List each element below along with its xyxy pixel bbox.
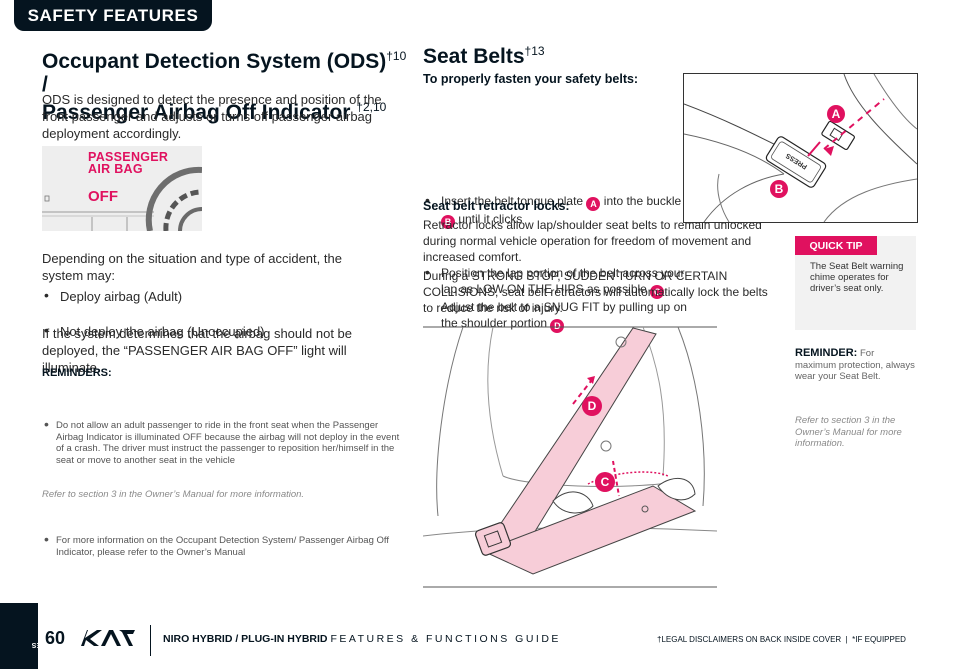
step2-text-a: Position the lap portion of the belt acr… <box>441 266 685 296</box>
fasten-step-1: Insert the belt tongue plate A into the … <box>423 192 686 229</box>
sidebar-reminder-heading: REMINDER: <box>795 347 858 359</box>
footer-guide: FEATURES & FUNCTIONS GUIDE <box>330 633 561 645</box>
indicator-off: OFF <box>88 188 118 205</box>
indicator-line1: PASSENGER <box>88 150 169 164</box>
sidebar-reminder-text: For maximum protection, always wear your… <box>795 348 915 382</box>
section-tab: SAFETY FEATURES <box>14 0 212 31</box>
indicator-label: PASSENGER AIR BAG <box>88 150 169 176</box>
reminder-1: Do not allow an adult passenger to ride … <box>42 419 401 466</box>
ods-title-line1: Occupant Detection System (ODS) <box>42 50 387 73</box>
ods-title: Occupant Detection System (ODS)†10 / Pas… <box>42 45 412 124</box>
footer-disclaimer: †LEGAL DISCLAIMERS ON BACK INSIDE COVER … <box>657 635 906 644</box>
ods-title-sup1: †10 <box>386 49 407 63</box>
label-b: B <box>770 180 788 198</box>
ods-bullet-2: Not deploy the airbag (Unoccupied) <box>42 322 360 340</box>
retractor-p2: During a STRONG STOP, SUDDEN TURN OR CER… <box>423 269 768 315</box>
badge-a: A <box>586 197 601 211</box>
seatbelts-title-text: Seat Belts <box>423 45 525 68</box>
lap-belt-illustration: D C <box>423 326 717 588</box>
buckle-illustration: PRESS A B <box>683 73 918 223</box>
fasten-step-2: Position the lap portion of the belt acr… <box>423 264 691 333</box>
quick-tip-text: The Seat Belt warning chime operates for… <box>810 261 904 294</box>
kia-logo <box>77 624 139 652</box>
retractor-heading: Seat belt retractor locks: <box>423 199 570 213</box>
ods-title-sep: / <box>42 73 48 96</box>
ods-refer: Refer to section 3 in the Owner’s Manual… <box>42 489 305 500</box>
ods-bullet-1: Deploy airbag (Adult) <box>42 287 360 305</box>
step1-text-a: Insert the belt tongue plate <box>441 194 587 208</box>
seatbelts-title-sup: †13 <box>524 44 545 58</box>
label-c: C <box>595 472 615 492</box>
footer-equipped: *IF EQUIPPED <box>852 635 906 644</box>
ods-title-sup2: †2,10 <box>356 100 387 114</box>
ods-depending: Depending on the situation and type of a… <box>42 251 342 283</box>
reminder-2: For more information on the Occupant Det… <box>42 534 401 558</box>
step1-text-b: into the buckle <box>600 194 682 208</box>
step1-text-c: until it clicks <box>455 212 523 226</box>
indicator-line2: AIR BAG <box>88 162 143 176</box>
ods-intro: ODS is designed to detect the presence a… <box>42 92 382 141</box>
label-a: A <box>827 105 845 123</box>
footer-title: NIRO HYBRID / PLUG-IN HYBRID FEATURES & … <box>163 633 561 645</box>
badge-b: B <box>441 215 455 229</box>
ods-title-line2: Passenger Airbag Off Indicator <box>42 101 357 124</box>
seatbelts-title: Seat Belts†13 <box>423 44 545 69</box>
badge-c: C <box>650 285 665 299</box>
badge-d: D <box>550 319 565 333</box>
ods-conclusion: If the system determines that the airbag… <box>42 326 353 375</box>
footer-disclaimer-text: †LEGAL DISCLAIMERS ON BACK INSIDE COVER <box>657 635 842 644</box>
sidebar-refer: Refer to section 3 in the Owner’s Manual… <box>795 415 902 449</box>
retractor-p1: Retractor locks allow lap/shoulder seat … <box>423 218 762 264</box>
quick-tip-label: QUICK TIP <box>795 236 877 255</box>
fasten-heading: To properly fasten your safety belts: <box>423 72 639 86</box>
reminders-heading: REMINDERS: <box>42 367 112 379</box>
footer-divider <box>150 625 151 656</box>
sidebar-reminder: REMINDER: For maximum protection, always… <box>795 347 915 383</box>
label-d: D <box>582 396 602 416</box>
page-number: 60 <box>45 628 66 648</box>
airbag-indicator-image: PASSENGER AIR BAG OFF <box>42 146 202 231</box>
footer-model: NIRO HYBRID / PLUG-IN HYBRID <box>163 633 328 645</box>
